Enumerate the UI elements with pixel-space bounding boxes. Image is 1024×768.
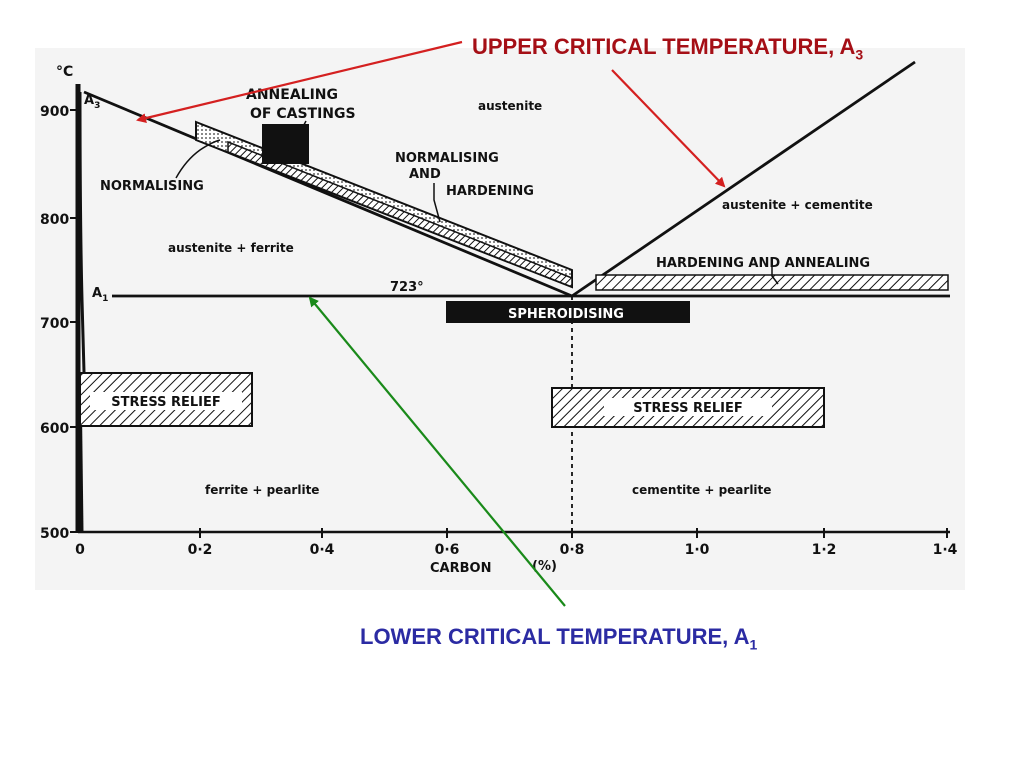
lower-callout-text: LOWER CRITICAL TEMPERATURE, A (360, 624, 750, 649)
normalising-leader (175, 139, 221, 179)
a3-line (83, 90, 573, 298)
y-tick-label: 800 (40, 212, 69, 228)
stress-relief-right-label: STRESS RELIEF (633, 401, 743, 416)
lower-callout-subscript: 1 (749, 636, 758, 653)
austenite-region-label: austenite (478, 99, 542, 113)
y-tick-label: 500 (40, 526, 69, 542)
x-tick-label: 1·0 (685, 542, 710, 558)
spheroidising-label: SPHEROIDISING (508, 307, 624, 322)
a1-label: A1 (92, 286, 108, 304)
x-tick-label: 0·4 (310, 542, 335, 558)
hardening-leader (433, 183, 441, 223)
x-tick-label: 0·8 (560, 542, 585, 558)
acm-line (571, 60, 916, 298)
hardening-annealing-leader (771, 266, 779, 285)
lower-critical-arrow (308, 296, 566, 607)
ferrite-solvus-line (78, 91, 86, 373)
y-tick-label: 900 (40, 104, 69, 120)
annealing-leader (287, 120, 307, 151)
x-tick-label: 1·2 (812, 542, 837, 558)
normalising-hardening-label: HARDENING (446, 184, 534, 199)
upper-callout-text: UPPER CRITICAL TEMPERATURE, A (472, 34, 856, 59)
upper-critical-arrow (136, 40, 463, 123)
austenite-ferrite-region-label: austenite + ferrite (168, 241, 294, 255)
x-tick-label: 0·2 (188, 542, 213, 558)
x-tick-label: 0·6 (435, 542, 460, 558)
upper-critical-temperature-callout: UPPER CRITICAL TEMPERATURE, A3 (472, 34, 863, 62)
stress-relief-left-label: STRESS RELIEF (111, 395, 221, 410)
hardening-annealing-label: HARDENING AND ANNEALING (656, 256, 870, 271)
normalising-label: NORMALISING (100, 179, 204, 194)
cementite-pearlite-region-label: cementite + pearlite (632, 483, 771, 497)
spheroidising-bar (446, 301, 690, 323)
x-tick-label: 1·4 (933, 542, 958, 558)
y-tick-label: 700 (40, 316, 69, 332)
lower-critical-temperature-callout: LOWER CRITICAL TEMPERATURE, A1 (360, 624, 757, 652)
y-unit-label: °C (56, 64, 73, 80)
stress-relief-left-label-bg (90, 392, 242, 410)
hardening-annealing-band (595, 274, 949, 291)
annealing-castings-label: ANNEALING (246, 87, 338, 103)
ferrite-pearlite-region-label: ferrite + pearlite (205, 483, 319, 497)
x-axis-title: CARBON (430, 561, 491, 576)
normalising-hardening-label: AND (409, 167, 441, 182)
upper-critical-arrow (611, 69, 726, 188)
eutectoid-temperature-label: 723° (390, 280, 424, 295)
y-ticks (70, 109, 80, 533)
x-axis-unit: (%) (532, 559, 557, 574)
stress-relief-right-label-bg (604, 398, 772, 416)
x-tick-label: 0 (75, 542, 85, 558)
y-tick-label: 600 (40, 421, 69, 437)
annealing-castings-label: OF CASTINGS (250, 106, 356, 122)
hardening-band (227, 140, 573, 289)
normalising-hardening-label: NORMALISING (395, 151, 499, 166)
upper-callout-subscript: 3 (855, 46, 864, 63)
austenite-cementite-region-label: austenite + cementite (722, 198, 873, 212)
a3-label: A3 (84, 93, 100, 111)
